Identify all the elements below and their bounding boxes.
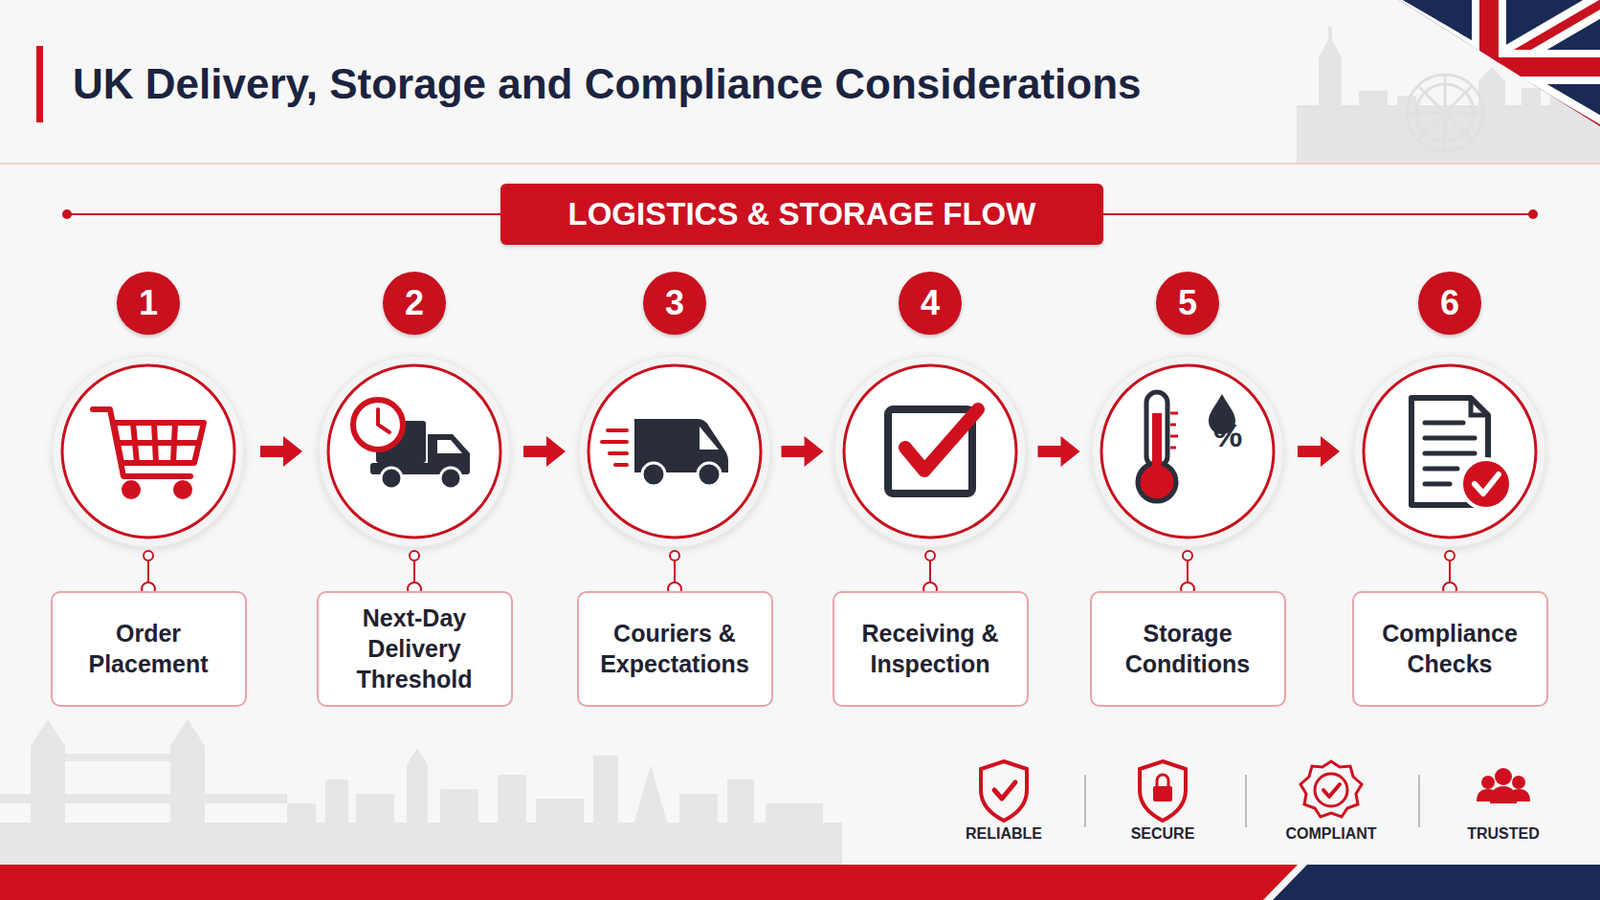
step-label-box: Couriers & Expectations: [577, 591, 774, 708]
percent-symbol: %: [1213, 418, 1243, 454]
badge-label: RELIABLE: [965, 825, 1043, 844]
union-jack: [1377, 0, 1600, 134]
node-content: Order Placement: [66, 618, 231, 680]
step-number: 5: [1155, 271, 1220, 335]
circle-halo: [1091, 355, 1284, 548]
flow-arrow: [781, 436, 824, 467]
circle-halo: [1354, 355, 1546, 548]
badge-label: TRUSTED: [1466, 825, 1540, 844]
callout-number: 1: [138, 286, 158, 321]
icon-circles: [52, 355, 1546, 548]
node-content: 6: [1440, 286, 1460, 321]
stem-dot: [143, 551, 154, 561]
icon-ring: [588, 365, 761, 538]
stem-dot: [669, 551, 680, 561]
circle-halo: [578, 355, 771, 548]
circle-halo: [318, 355, 511, 548]
banner-text: LOGISTICS & STORAGE FLOW: [568, 197, 1037, 232]
cart-icon: [92, 409, 204, 497]
callout-number: 3: [665, 286, 685, 321]
node-content: Storage Conditions: [1105, 618, 1270, 680]
badge-separators: [1085, 775, 1420, 828]
step-arrows: [141, 436, 1457, 597]
step-number: 1: [116, 271, 180, 335]
node-content: 1: [138, 286, 158, 321]
node-content: 4: [920, 286, 940, 321]
icon-ring: [328, 365, 501, 538]
node-content: LOGISTICS & STORAGE FLOW: [568, 197, 1037, 232]
van-icon: [601, 419, 729, 487]
step-label: Compliance Checks: [1367, 618, 1533, 680]
node-content: 5: [1177, 286, 1198, 321]
node-content: 2: [404, 286, 424, 321]
step-label-box: Next-Day Delivery Threshold: [316, 591, 513, 708]
node-content: 3: [665, 286, 685, 321]
circle-halo: [834, 355, 1026, 548]
node-content: Compliance Checks: [1367, 618, 1533, 680]
callout-number: 6: [1440, 286, 1460, 321]
callout-number: 5: [1177, 286, 1198, 321]
node-content: Couriers & Expectations: [592, 618, 757, 680]
compliant-badge-icon: [1300, 761, 1362, 818]
checkbox-icon: [888, 409, 978, 494]
badge-label: COMPLIANT: [1285, 825, 1377, 844]
stem-dot: [1444, 551, 1455, 561]
secure-badge-icon: [1139, 761, 1186, 822]
line-dot: [62, 209, 72, 220]
node-content: Next-Day Delivery Threshold: [332, 602, 497, 695]
tower-bridge-watermark: [0, 719, 843, 866]
step-number: 4: [898, 271, 962, 335]
flow-arrow: [260, 436, 303, 467]
stem-dot: [409, 551, 420, 561]
step-label: Receiving & Inspection: [847, 618, 1013, 680]
step-label-box: Order Placement: [50, 591, 247, 708]
step-label-box: Compliance Checks: [1352, 591, 1549, 708]
flow-arrow: [1297, 436, 1340, 467]
line-dot: [1528, 209, 1538, 220]
flow-arrow: [523, 436, 566, 467]
icon-ring: [1363, 365, 1536, 538]
icon-ring: [1101, 365, 1274, 538]
step-number: 2: [382, 271, 446, 335]
truck-clock-icon: [353, 400, 470, 489]
node-content: Receiving & Inspection: [847, 618, 1013, 680]
step-label: Next-Day Delivery Threshold: [332, 602, 497, 695]
london-eye-watermark: [1406, 74, 1484, 152]
step-label: Storage Conditions: [1105, 618, 1270, 680]
step-label: Couriers & Expectations: [592, 618, 757, 680]
reliable-badge-icon: [980, 761, 1027, 822]
stem-dot: [925, 551, 935, 561]
step-number: 3: [643, 271, 707, 335]
callout-number: 2: [404, 286, 424, 321]
bottom-bar: [0, 865, 1298, 900]
header-rule: [0, 162, 1600, 165]
document-check-icon: [1411, 398, 1512, 510]
title: UK Delivery, Storage and Compliance Cons…: [72, 61, 1142, 108]
step-label: Order Placement: [66, 618, 231, 680]
circle-halo: [52, 355, 245, 548]
bottom-bar-navy: [1272, 865, 1600, 900]
step-label-box: Receiving & Inspection: [832, 591, 1029, 708]
step-label-box: Storage Conditions: [1089, 591, 1287, 708]
trusted-badge-icon: [1476, 768, 1531, 804]
stem-dot: [1182, 551, 1193, 561]
icon-ring: [62, 365, 235, 538]
step-number: 6: [1418, 271, 1482, 335]
badge-label: SECURE: [1131, 825, 1196, 844]
title-accent: [36, 45, 44, 123]
flow-arrow: [1038, 436, 1081, 467]
icon-ring: [844, 365, 1017, 538]
banner-box: LOGISTICS & STORAGE FLOW: [500, 183, 1104, 245]
callout-number: 4: [920, 286, 940, 321]
